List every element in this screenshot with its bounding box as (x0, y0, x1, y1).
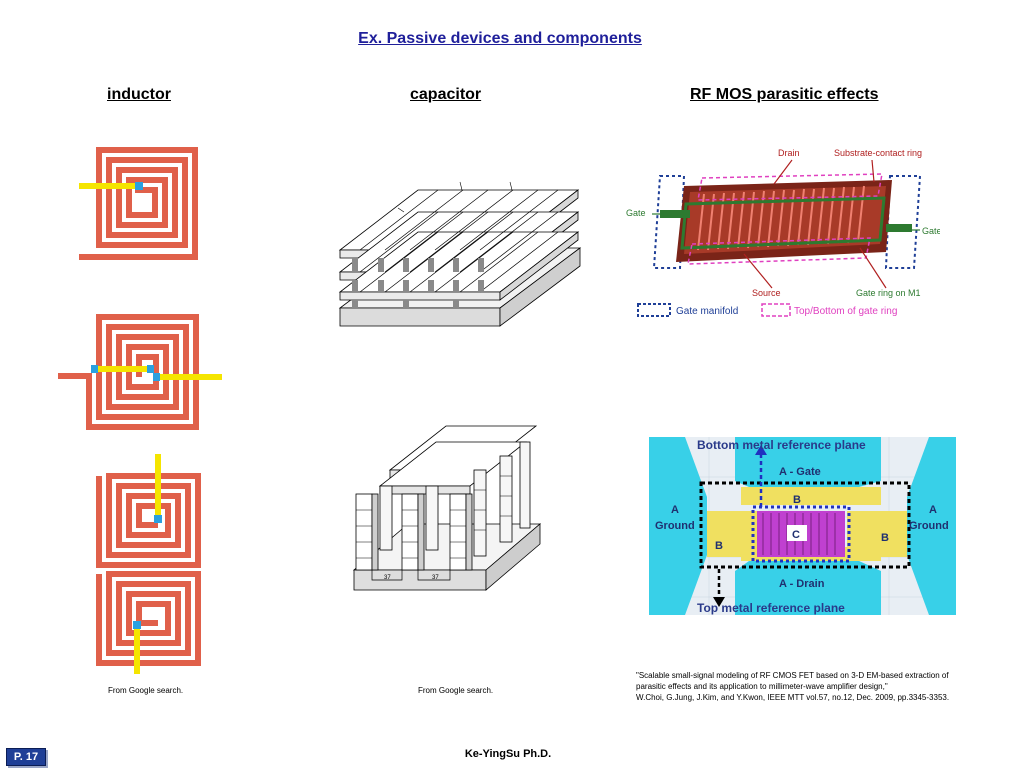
ground-left-label: Ground (655, 520, 695, 532)
b-right-label: B (881, 532, 889, 544)
top-plane-label: Top metal reference plane (697, 601, 845, 615)
b-top-label: B (793, 494, 801, 506)
a-ground-right-letter: A (929, 504, 937, 516)
paper-reference: "Scalable small-signal modeling of RF CM… (636, 670, 949, 703)
inductor-spiral-1 (79, 147, 198, 260)
page-number-badge: P. 17 (6, 748, 46, 766)
reference-line-3: W.Choi, G.Jung, J.Kim, and Y.Kwon, IEEE … (636, 693, 950, 702)
gate-left-label: Gate (626, 208, 646, 218)
legend-manifold-label: Gate manifold (676, 306, 738, 317)
inductor-spiral-3 (96, 454, 201, 674)
legend-ring-label: Top/Bottom of gate ring (794, 306, 897, 317)
em-reference-plane-diagram: Bottom metal reference plane Top metal r… (649, 437, 956, 615)
a-gate-label: A - Gate (779, 466, 821, 478)
inductor-caption: From Google search. (108, 686, 184, 695)
gate-ring-label: Gate ring on M1 (856, 288, 921, 298)
reference-line-1: "Scalable small-signal modeling of RF CM… (636, 671, 949, 680)
slide-title: Ex. Passive devices and components (358, 30, 642, 47)
source-label: Source (752, 288, 781, 298)
rfmos-layout-diagram: Drain Substrate-contact ring Gate Gate S… (626, 148, 940, 317)
capacitor-caption: From Google search. (418, 686, 494, 695)
gate-right-label: Gate (922, 226, 940, 236)
capacitor-vertical-diagram: 37 37 (352, 425, 542, 591)
substrate-ring-label: Substrate-contact ring (834, 148, 922, 158)
c-label: C (792, 529, 800, 541)
a-ground-left-letter: A (671, 504, 679, 516)
capacitor-dim-label-left: 37 (384, 575, 391, 581)
capacitor-dim-label-right: 37 (432, 575, 439, 581)
capacitor-interdigitated-diagram (338, 181, 582, 327)
rfmos-heading: RF MOS parasitic effects (690, 86, 879, 103)
inductor-spiral-2 (58, 314, 222, 430)
capacitor-heading: capacitor (410, 86, 482, 103)
ground-right-label: Ground (909, 520, 949, 532)
author-footer: Ke-YingSu Ph.D. (464, 748, 552, 760)
inductor-heading: inductor (107, 86, 171, 103)
legend-ring-swatch (761, 303, 791, 317)
b-left-label: B (715, 540, 723, 552)
legend-manifold-swatch (637, 303, 671, 317)
bottom-plane-label: Bottom metal reference plane (697, 438, 866, 452)
drain-label: Drain (778, 148, 800, 158)
a-drain-label: A - Drain (779, 578, 825, 590)
reference-line-2: parasitic effects and its application to… (636, 682, 888, 691)
